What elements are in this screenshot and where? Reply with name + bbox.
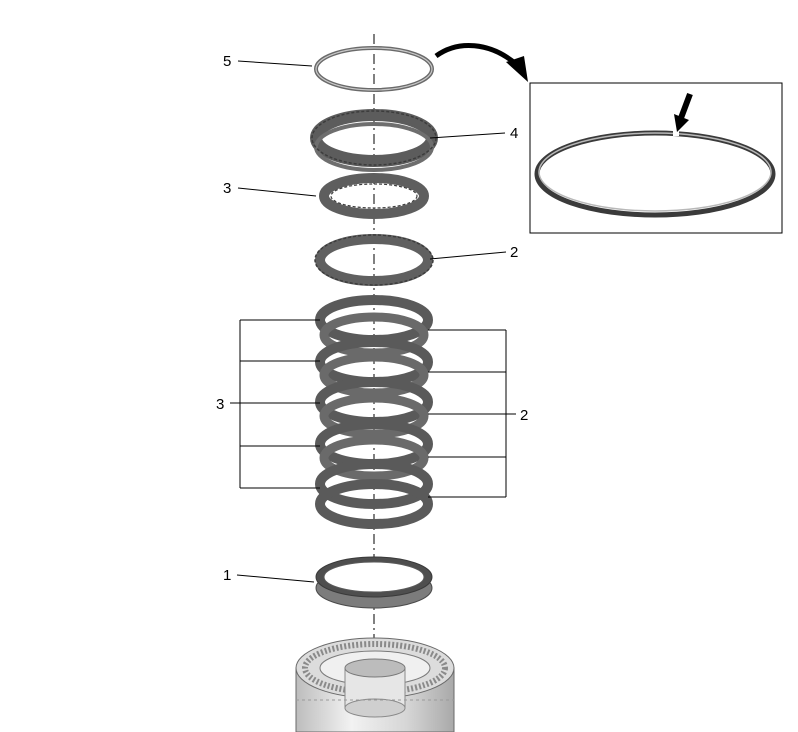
clutch-pack-stack	[315, 295, 433, 529]
detail-inset	[529, 82, 783, 234]
callout-2-group: 2	[520, 407, 528, 424]
retaining-ring-gap-detail	[534, 128, 776, 218]
callout-4: 4	[510, 125, 518, 142]
steel-plate-single-part	[314, 234, 434, 286]
down-arrow-icon	[674, 92, 693, 132]
callout-3-group: 3	[216, 396, 224, 413]
friction-plate-single-part	[319, 173, 429, 219]
callout-1: 1	[223, 567, 231, 584]
leader-lines	[230, 60, 516, 583]
callout-2-single: 2	[510, 244, 518, 261]
piston-ring-part	[315, 556, 433, 609]
callout-5: 5	[223, 53, 231, 70]
callout-3-single: 3	[223, 180, 231, 197]
curved-arrow-icon	[434, 43, 528, 82]
retaining-ring-part	[314, 46, 434, 92]
clutch-drum-part	[295, 637, 455, 732]
